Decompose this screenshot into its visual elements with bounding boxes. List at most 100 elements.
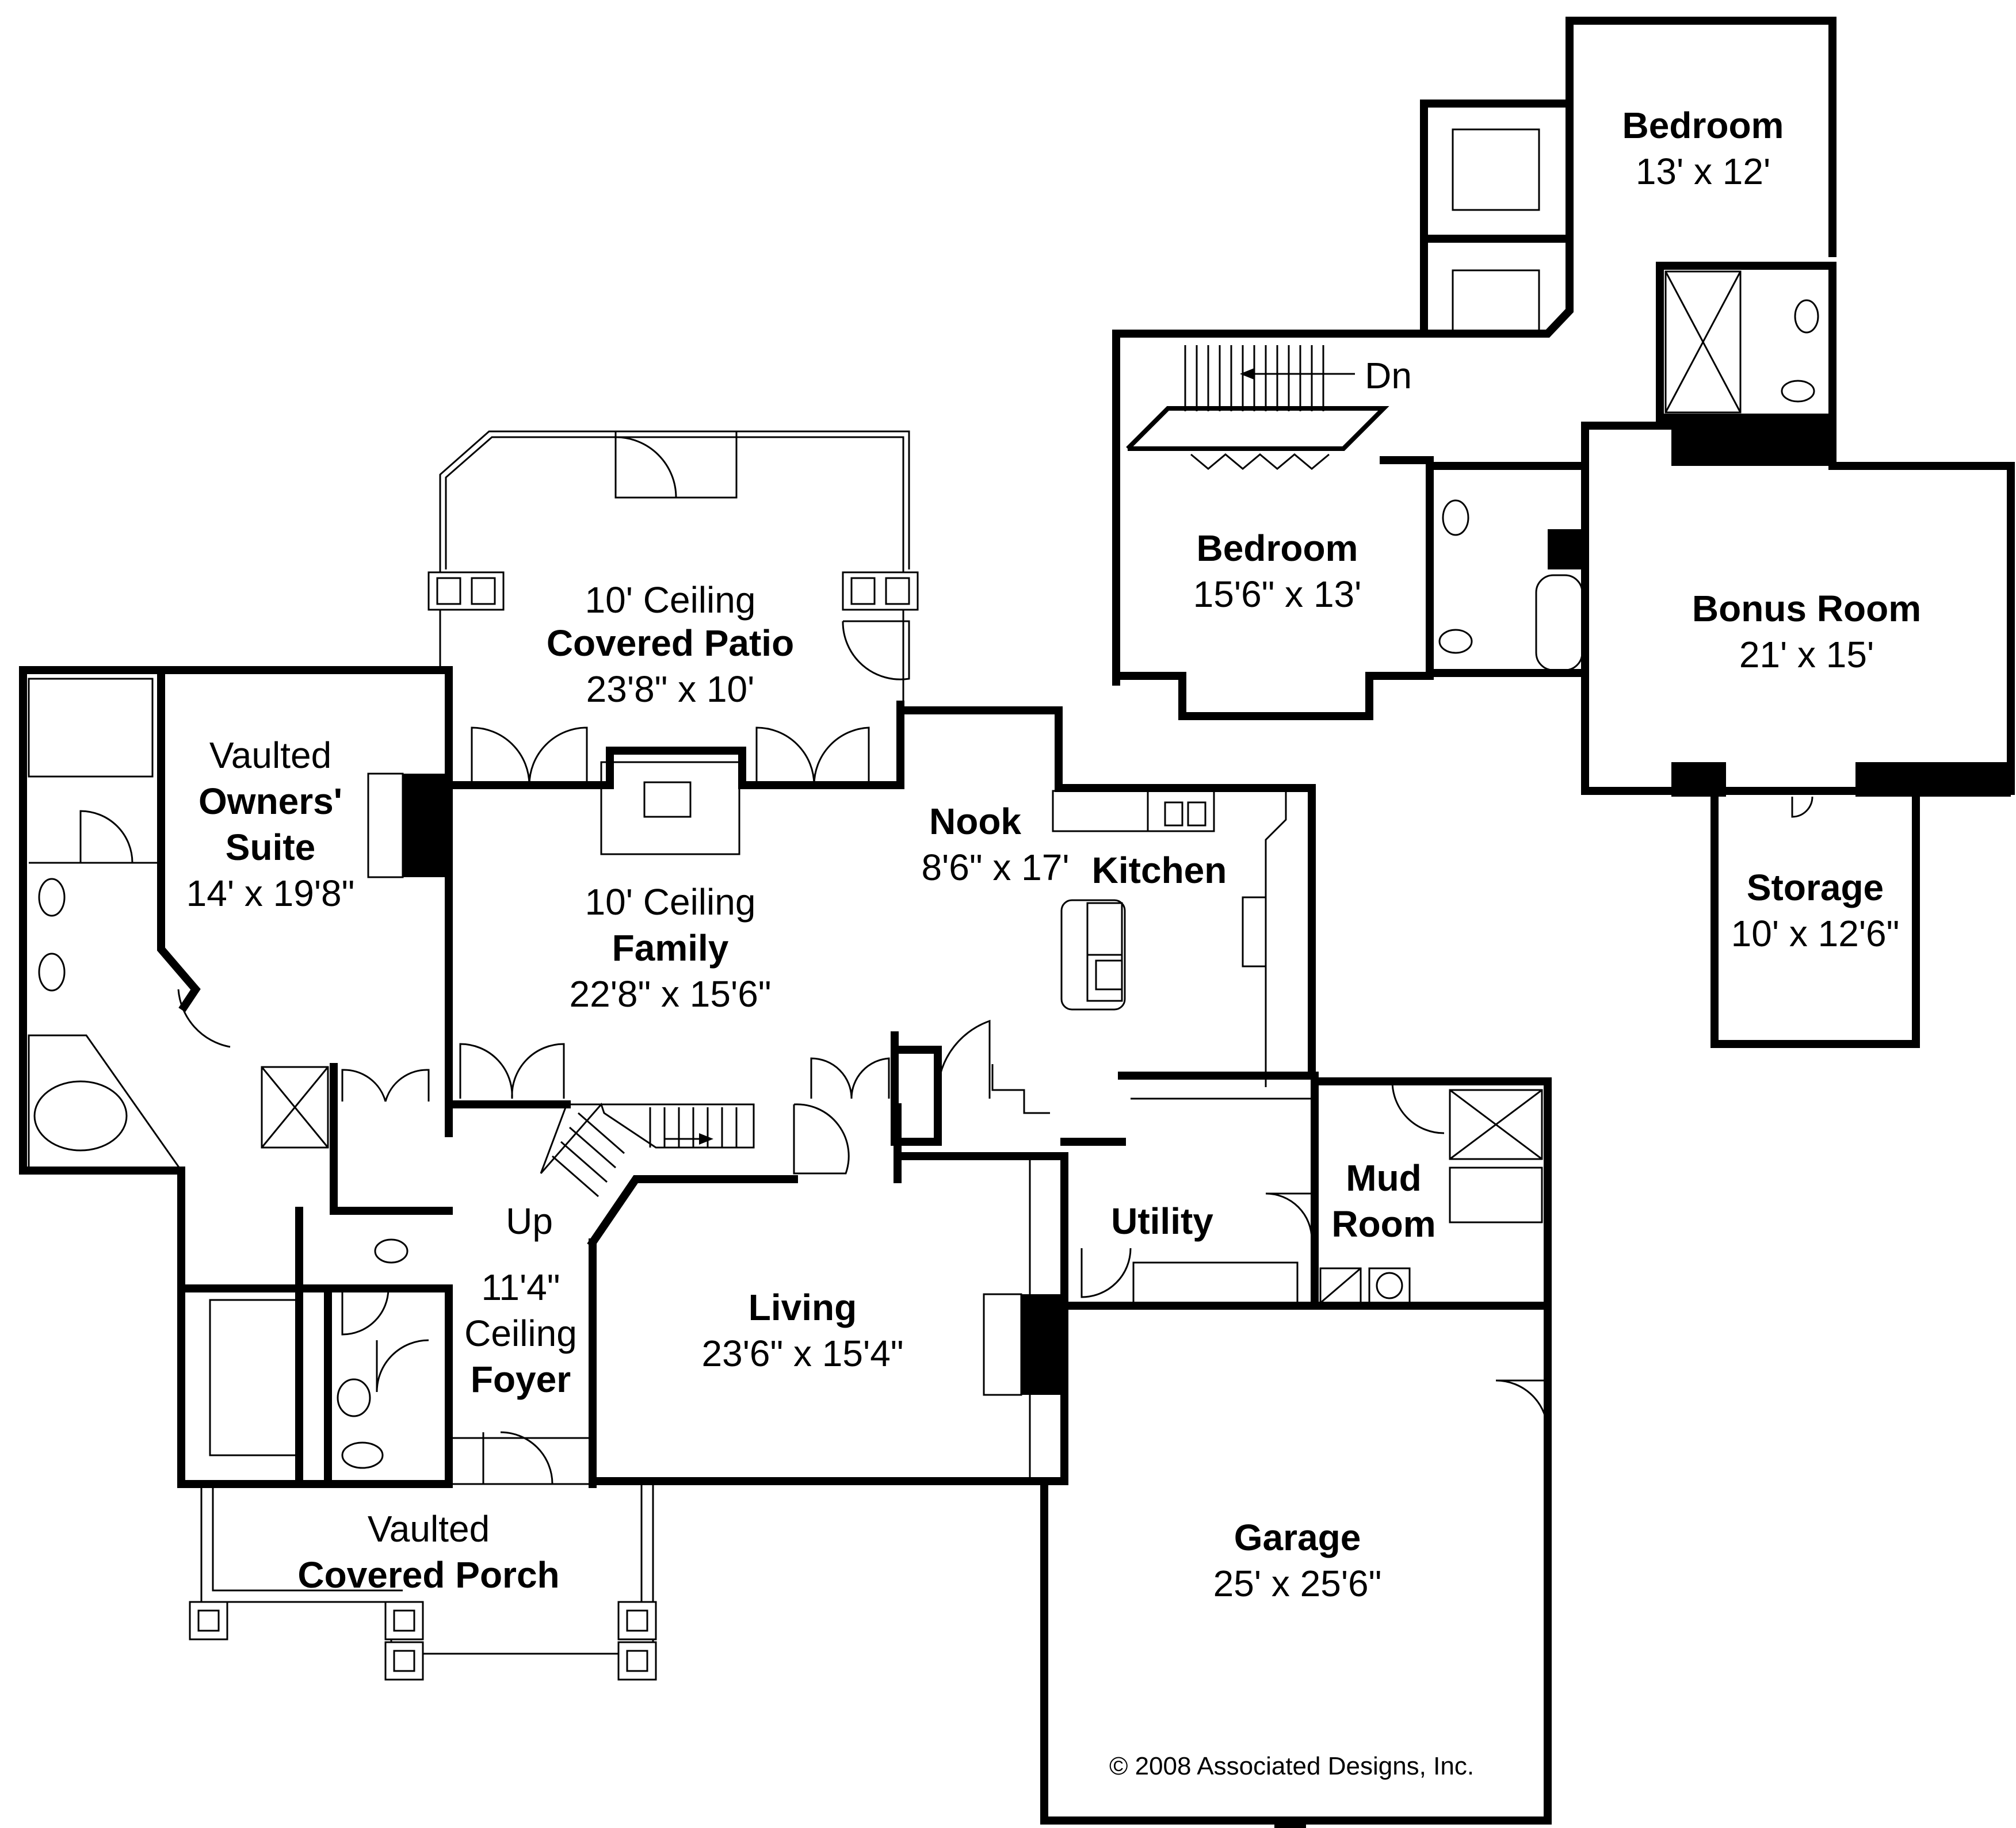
toilet [341,1441,384,1469]
small-stair [991,1064,1050,1114]
mud-room-name-2: Room [1331,1203,1435,1245]
closet-door [79,810,133,863]
suite-size: 14' x 19'8" [186,873,355,914]
closet-bifold-frame [1126,406,1389,451]
foyer-name: Foyer [471,1359,571,1400]
suite-fireplace [403,774,449,877]
suite-name-1: Owners' [198,781,342,822]
patio-side-door [842,620,910,680]
entry-threshold [448,1437,594,1485]
tub-deck [28,1034,183,1172]
fireplace-hearth [600,761,740,855]
pantry-door [937,1019,991,1099]
garage-name: Garage [1234,1517,1361,1558]
toilet [1781,380,1815,403]
upper-closet-walls [1420,100,1574,338]
covered-patio-outline [439,430,910,569]
west-hall-walls [330,1063,453,1215]
patio-french-door-right [755,726,870,786]
fireplace-firebox [643,781,692,818]
sink [38,953,66,992]
mud-room-door [1391,1081,1445,1134]
upper-bath-ne [1656,262,1836,422]
kitchen-counter-run [1214,790,1287,1087]
closet-shelf [209,1299,297,1456]
shower-mark [1664,271,1742,413]
hall-double-door [810,1057,890,1099]
entry-door [482,1431,553,1485]
porch-rail [212,1484,403,1592]
island-sink [1095,959,1123,991]
washer [1319,1267,1362,1304]
closet-shelf [1452,128,1540,211]
patio-size: 23'8" x 10' [586,668,755,710]
garage-entry-door [1495,1379,1549,1433]
shower-mark [261,1066,329,1148]
mud-room-name-1: Mud [1346,1157,1422,1199]
bedroom-ne-size: 13' x 12' [1636,151,1770,192]
closet-shelf [1452,269,1540,335]
toilet [374,1238,408,1264]
living-hearth [983,1293,1022,1396]
sink [38,878,66,917]
room-labels: Bedroom 13' x 12' Bedroom 15'6" x 13' Bo… [186,105,1921,1780]
patio-rail [445,436,904,569]
foyer-ceiling-2: Ceiling [464,1313,577,1354]
utility-counter [1132,1261,1299,1304]
suite-double-door [341,1069,430,1102]
copyright: © 2008 Associated Designs, Inc. [1109,1752,1474,1780]
patio-name: Covered Patio [547,622,794,664]
family-size: 22'8" x 15'6" [570,973,772,1015]
patio-french-door-left [471,726,588,786]
bonus-room-name: Bonus Room [1692,588,1921,629]
bonus-knee-wall [1671,762,1726,797]
utility-door [1080,1248,1132,1298]
main-floor [19,430,1552,1828]
kitchen-counter [1052,790,1149,832]
stair-wall [587,1175,798,1248]
family-south-wall [445,1054,571,1108]
upper-ne-bedroom-walls [1566,17,1836,257]
mud-door [1265,1192,1313,1240]
shower-mark [1449,1089,1542,1160]
upper-stair-treads [1196,345,1324,411]
foyer-ceiling-1: 11'4" [482,1267,560,1308]
sink-basin [1187,801,1206,827]
sink-basin [1164,801,1183,827]
family-ceiling: 10' Ceiling [585,881,756,923]
kitchen-name: Kitchen [1092,850,1227,891]
bath-2-walls [324,1284,453,1488]
kitchen-island [1060,899,1126,1011]
kitchen-sink [1147,790,1215,832]
family-name: Family [612,927,729,969]
family-north-wall [445,747,904,789]
dryer-drum [1376,1272,1403,1299]
powder-walls [295,1207,453,1292]
bifold-doors [1190,453,1330,470]
upper-floor: Dn [1112,17,2015,1048]
nook-kitchen-walls [896,706,1316,1080]
porch-columns [189,1601,657,1681]
toilet [1438,629,1473,654]
garage-post [1274,1818,1306,1828]
sink [1794,299,1819,334]
patio-double-door [614,431,738,499]
sink [337,1378,371,1417]
closet-shelf [28,678,154,778]
storage-door [1791,796,1813,818]
main-stair-label: Up [506,1200,553,1242]
washer-mark [1320,1267,1361,1304]
nook-size: 8'6" x 17' [921,847,1069,888]
dryer [1368,1267,1411,1304]
shower [1664,270,1742,414]
closet-walls [177,1284,303,1488]
storage-name: Storage [1747,867,1884,908]
bonus-room-size: 21' x 15' [1739,634,1874,675]
patio-ceiling: 10' Ceiling [585,579,756,621]
utility-walls [1060,1072,1319,1310]
nook-name: Nook [929,801,1021,842]
porch-prefix: Vaulted [368,1508,490,1550]
suite-hearth [367,772,404,878]
tub [33,1080,128,1152]
